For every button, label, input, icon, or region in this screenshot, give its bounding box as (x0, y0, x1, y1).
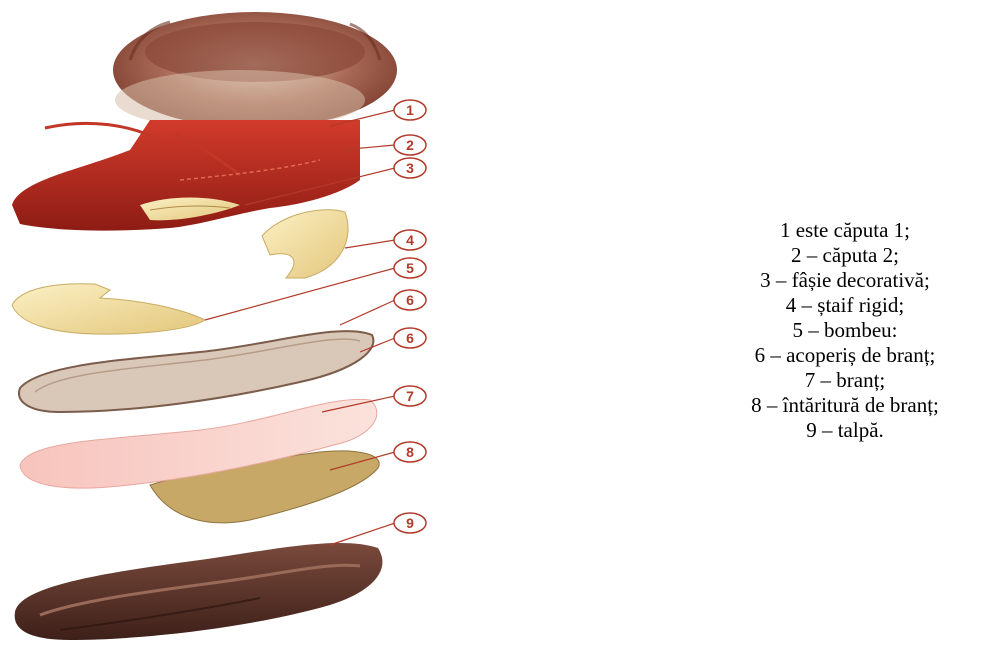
callout-number: 2 (406, 137, 414, 153)
callout-4: 4 (394, 230, 426, 250)
legend-item: 3 – fâșie decorativă; (700, 268, 985, 293)
callout-2: 2 (394, 135, 426, 155)
callout-number: 9 (406, 515, 414, 531)
callout-7: 7 (394, 386, 426, 406)
callout-number: 8 (406, 444, 414, 460)
shoe-exploded-diagram: 1 2 3 4 5 6 6 7 8 9 (0, 0, 460, 648)
legend-item: 9 – talpă. (700, 418, 985, 443)
callout-1: 1 (394, 100, 426, 120)
toe-cap-part (12, 284, 205, 334)
callout-number: 6 (406, 330, 414, 346)
callout-3: 3 (394, 158, 426, 178)
legend-item: 7 – branț; (700, 368, 985, 393)
legend-item: 1 este căputa 1; (700, 218, 985, 243)
callout-markers: 1 2 3 4 5 6 6 7 8 9 (394, 100, 426, 533)
callout-number: 1 (406, 102, 414, 118)
boot-part-1 (113, 12, 397, 130)
callout-number: 3 (406, 160, 414, 176)
callout-5: 5 (394, 258, 426, 278)
parts-legend: 1 este căputa 1;2 – căputa 2;3 – fâșie d… (700, 218, 985, 443)
legend-item: 6 – acoperiș de branț; (700, 343, 985, 368)
legend-item: 4 – ștaif rigid; (700, 293, 985, 318)
legend-item: 5 – bombeu: (700, 318, 985, 343)
callout-8: 8 (394, 442, 426, 462)
callout-number: 5 (406, 260, 414, 276)
insole-cover-part (19, 331, 373, 412)
callout-6: 6 (394, 328, 426, 348)
outsole-part (15, 543, 383, 640)
heel-counter-part (262, 210, 348, 278)
legend-item: 8 – întăritură de branț; (700, 393, 985, 418)
callout-number: 6 (406, 292, 414, 308)
callout-number: 4 (406, 232, 414, 248)
callout-9: 9 (394, 513, 426, 533)
legend-item: 2 – căputa 2; (700, 243, 985, 268)
callout-6: 6 (394, 290, 426, 310)
callout-number: 7 (406, 388, 414, 404)
